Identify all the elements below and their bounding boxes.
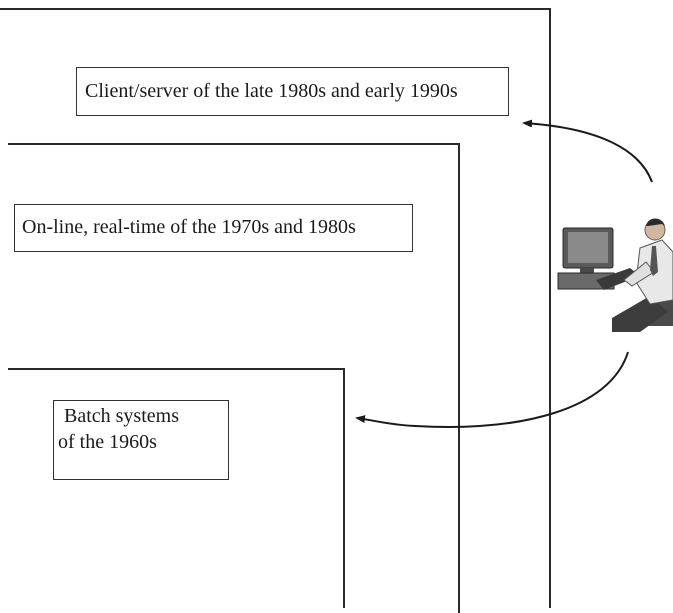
online-label-text: On-line, real-time of the 1970s and 1980… bbox=[22, 216, 356, 238]
batch-label: Batch systems of the 1960s bbox=[53, 400, 229, 480]
arrow-to-batch bbox=[355, 351, 629, 428]
arrow-to-client-server bbox=[522, 119, 653, 183]
client-server-era-frame bbox=[0, 8, 551, 608]
online-label: On-line, real-time of the 1970s and 1980… bbox=[14, 204, 413, 252]
person-at-computer-icon bbox=[557, 218, 673, 332]
batch-label-line2: of the 1960s bbox=[58, 431, 157, 453]
trousers-shape bbox=[612, 296, 668, 332]
client-server-label-text: Client/server of the late 1980s and earl… bbox=[85, 80, 458, 102]
batch-label-line1: Batch systems bbox=[64, 405, 179, 427]
client-server-label: Client/server of the late 1980s and earl… bbox=[76, 67, 509, 116]
system-evolution-diagram: Client/server of the late 1980s and earl… bbox=[0, 8, 673, 613]
arrows-layer bbox=[355, 119, 653, 428]
batch-era-frame bbox=[8, 368, 345, 608]
online-era-frame bbox=[8, 143, 460, 613]
keyboard-shape bbox=[596, 268, 640, 290]
